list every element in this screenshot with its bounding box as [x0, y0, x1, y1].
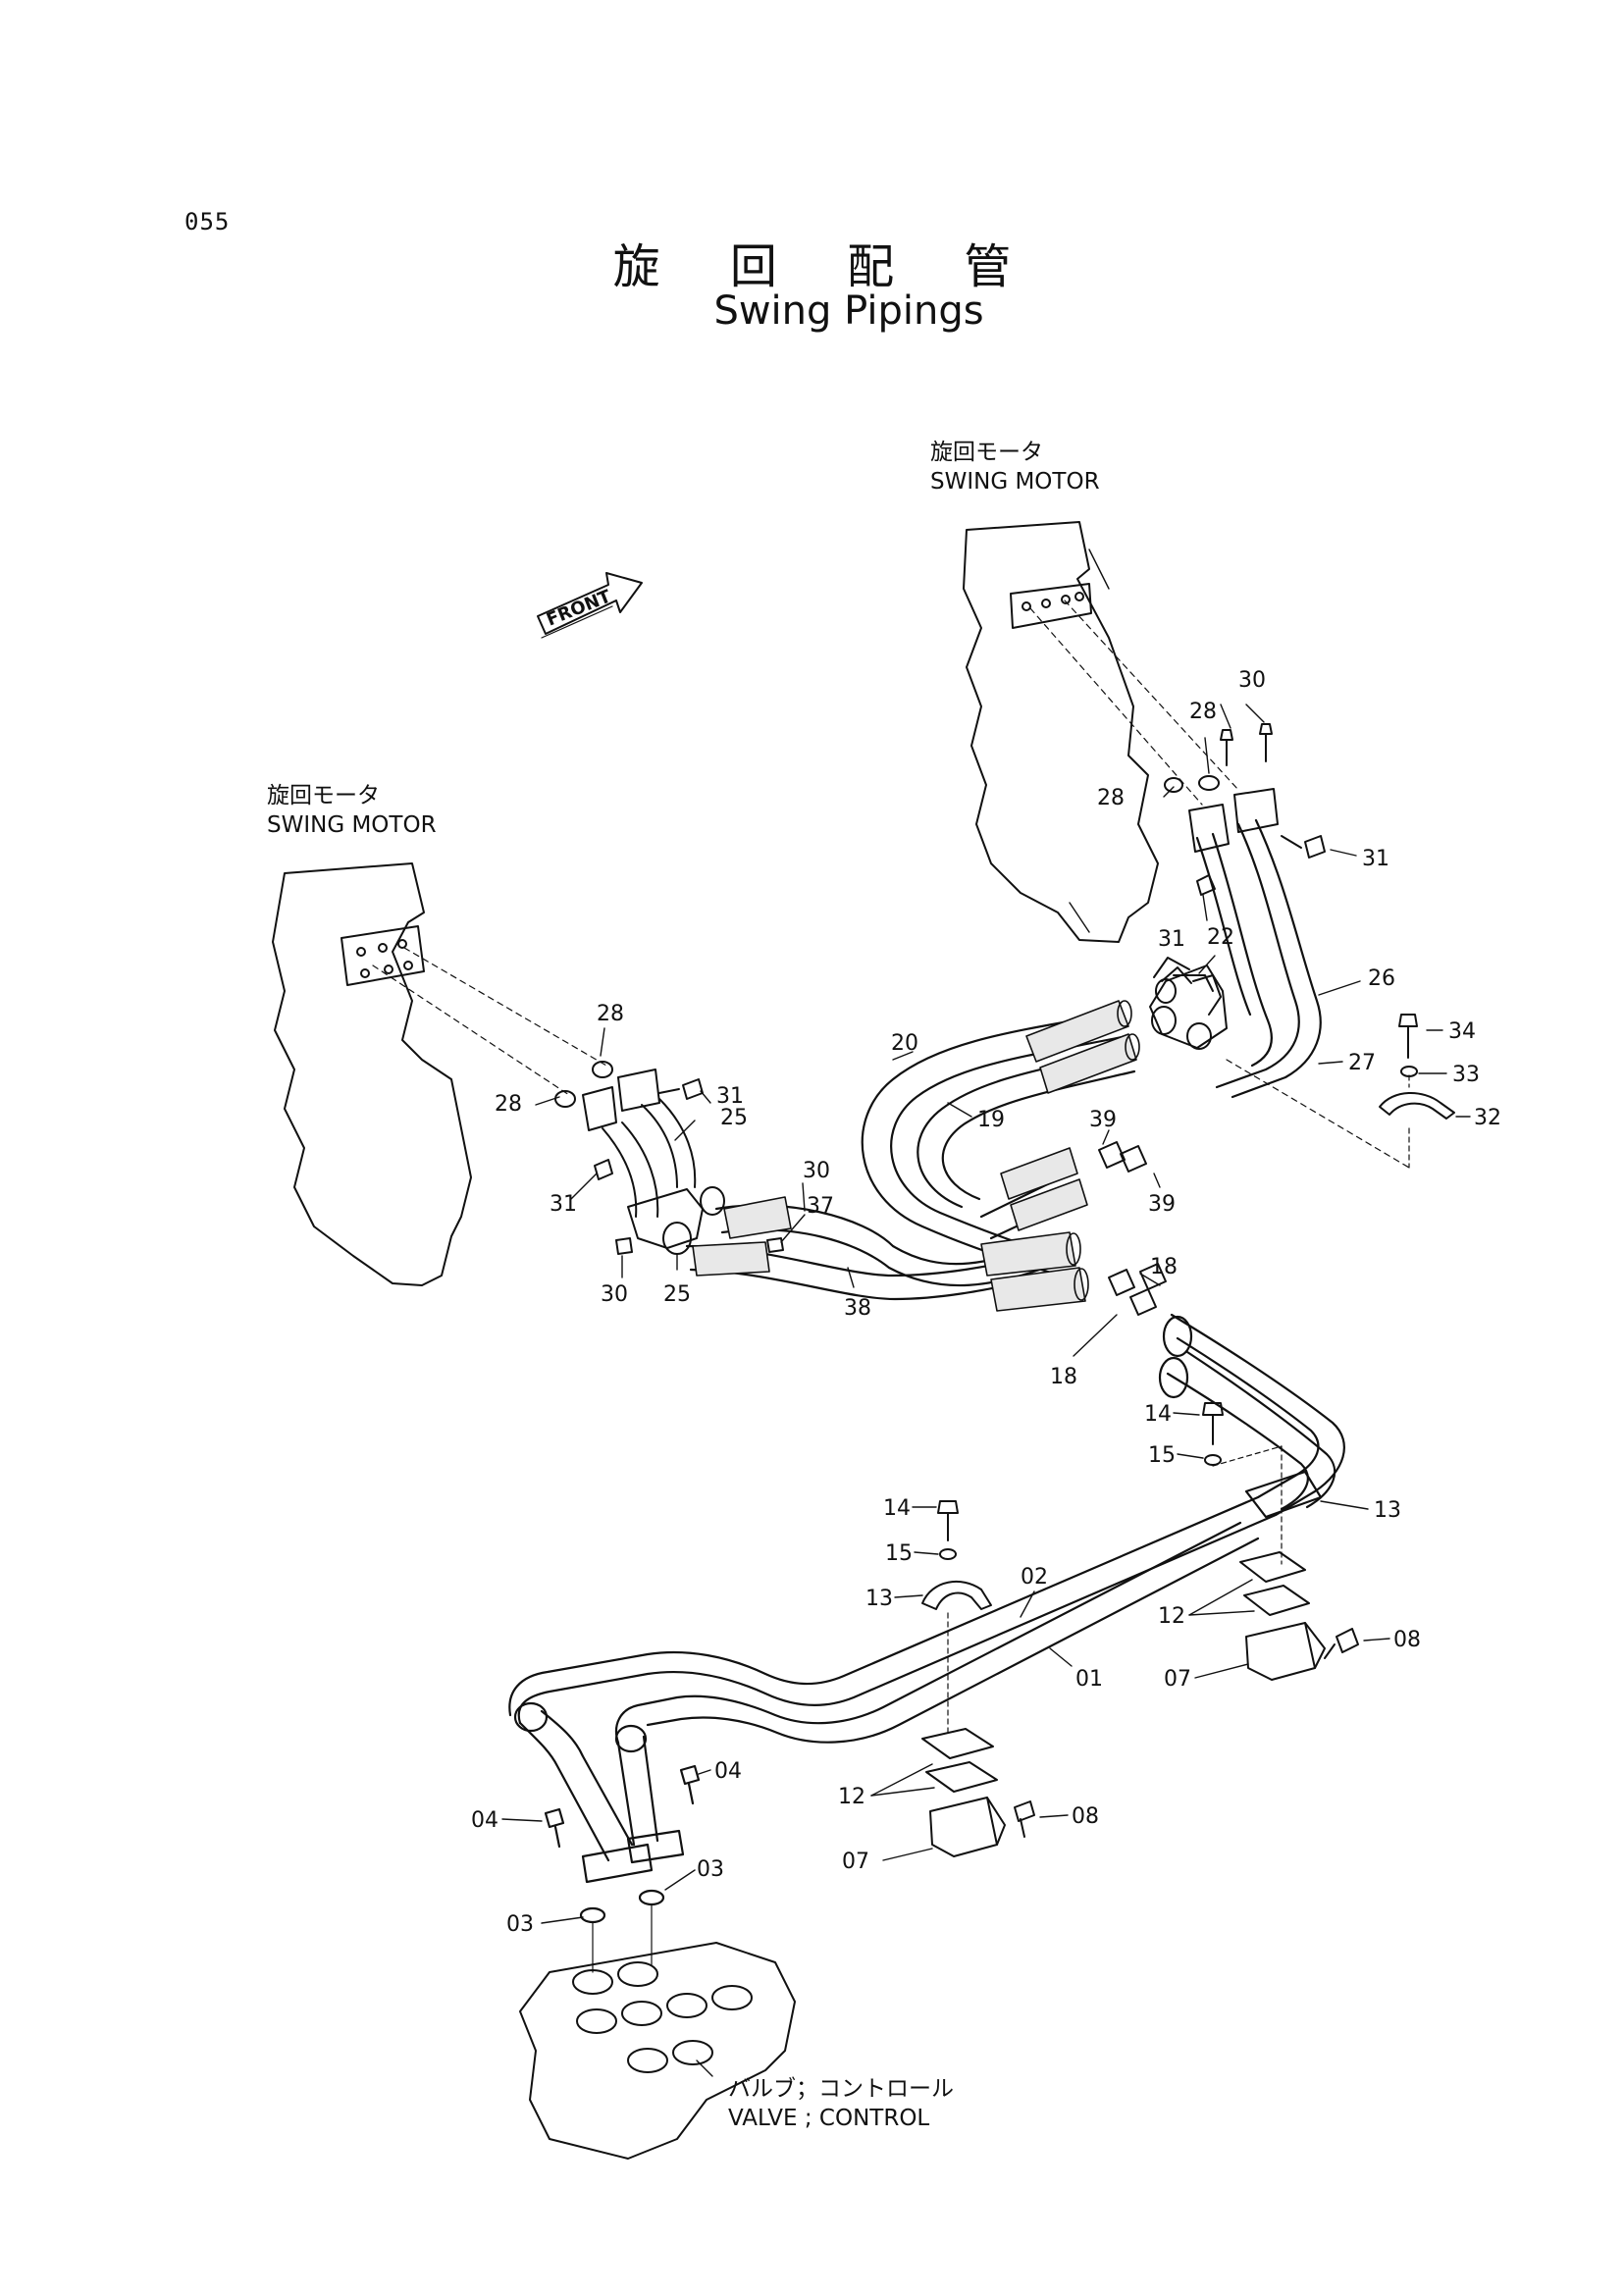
bracket-assembly-right: [1239, 1551, 1359, 1681]
part-label-08: 08: [1393, 1628, 1421, 1652]
bolt-14-washer-15-clamp-13-left: [921, 1500, 992, 1738]
part-label-31: 31: [1362, 847, 1389, 871]
part-label-26: 26: [1368, 966, 1395, 991]
page-number: 055: [184, 208, 231, 235]
title-english: Swing Pipings: [713, 288, 984, 334]
swing-motor-left-caption: 旋回モータ SWING MOTOR: [267, 781, 437, 840]
control-valve-en: VALVE ; CONTROL: [728, 2106, 930, 2131]
part-label-37: 37: [807, 1194, 834, 1219]
control-valve-caption: バルブ；コントロール VALVE ; CONTROL: [728, 2074, 954, 2133]
part-label-08: 08: [1072, 1804, 1099, 1829]
part-label-18: 18: [1150, 1255, 1178, 1279]
part-label-28: 28: [1097, 786, 1125, 810]
swing-motor-right: [963, 521, 1159, 943]
part-label-31: 31: [716, 1084, 744, 1109]
bolt-34-washer-33-clamp-32: [1226, 1014, 1455, 1169]
part-label-07: 07: [842, 1850, 869, 1874]
swing-motor-left: [272, 862, 472, 1286]
part-label-14: 14: [1144, 1402, 1172, 1427]
part-label-33: 33: [1452, 1063, 1480, 1087]
part-label-28: 28: [597, 1002, 624, 1026]
part-label-20: 20: [891, 1031, 918, 1056]
swing-motor-right-caption: 旋回モータ SWING MOTOR: [930, 438, 1100, 496]
part-label-07: 07: [1164, 1667, 1191, 1692]
title-japanese: 旋 回 配 管: [612, 239, 1039, 294]
part-label-01: 01: [1075, 1667, 1103, 1692]
part-label-31: 31: [550, 1192, 577, 1217]
part-label-13: 13: [1374, 1498, 1401, 1523]
left-motor-flanges: [554, 1061, 784, 1255]
part-label-28: 28: [1189, 700, 1217, 724]
steel-pipes-01-02: [508, 1313, 1345, 1745]
part-label-32: 32: [1474, 1106, 1501, 1130]
part-label-27: 27: [1348, 1051, 1376, 1075]
right-motor-guide-lines: [1029, 600, 1239, 806]
part-label-15: 15: [885, 1541, 913, 1566]
right-motor-flanges: [1164, 723, 1326, 896]
part-label-22: 22: [1207, 925, 1234, 950]
part-label-14: 14: [883, 1496, 911, 1521]
part-label-03: 03: [697, 1857, 724, 1882]
bolt-14-washer-15-upper: [1202, 1402, 1283, 1565]
part-label-12: 12: [838, 1785, 865, 1809]
left-motor-guide-lines: [372, 947, 607, 1096]
swing-motor-right-jp: 旋回モータ: [930, 440, 1043, 465]
valve-riser-pipes: [513, 1701, 701, 1924]
part-label-34: 34: [1448, 1019, 1476, 1044]
part-label-28: 28: [495, 1092, 522, 1117]
swing-motor-right-en: SWING MOTOR: [930, 469, 1100, 495]
swing-motor-left-jp: 旋回モータ: [267, 783, 380, 808]
part-label-30: 30: [1238, 668, 1266, 693]
part-label-12: 12: [1158, 1604, 1185, 1629]
leader-lines: [501, 704, 1471, 2077]
pipes-26-27: [1195, 818, 1322, 1099]
control-valve: [519, 1904, 796, 2160]
fittings-18-39: [1098, 1141, 1167, 1316]
bracket-assembly-left: [921, 1728, 1035, 1857]
part-label-03: 03: [506, 1912, 534, 1937]
part-label-38: 38: [844, 1296, 871, 1321]
hose-crimp-sleeves: [692, 1000, 1140, 1312]
part-label-18: 18: [1050, 1365, 1077, 1389]
part-label-02: 02: [1021, 1565, 1048, 1590]
part-label-19: 19: [977, 1108, 1005, 1132]
swing-motor-left-en: SWING MOTOR: [267, 812, 437, 838]
part-label-30: 30: [601, 1282, 628, 1307]
control-valve-jp: バルブ；コントロール: [728, 2076, 954, 2102]
fitting-22: [1149, 957, 1228, 1050]
part-label-25: 25: [720, 1106, 748, 1130]
part-label-04: 04: [714, 1759, 742, 1784]
part-number-labels: 30 28 28 31 31 22 26 34 27 33 32 20 19 3…: [471, 668, 1501, 1937]
part-label-39: 39: [1148, 1192, 1176, 1217]
part-label-30: 30: [803, 1159, 830, 1183]
front-label: FRONT: [544, 586, 614, 631]
part-label-15: 15: [1148, 1443, 1176, 1468]
part-label-04: 04: [471, 1808, 498, 1833]
part-label-25: 25: [663, 1282, 691, 1307]
front-arrow: FRONT: [537, 572, 643, 639]
part-label-39: 39: [1089, 1108, 1117, 1132]
part-label-13: 13: [865, 1587, 893, 1611]
part-label-31: 31: [1158, 927, 1185, 952]
